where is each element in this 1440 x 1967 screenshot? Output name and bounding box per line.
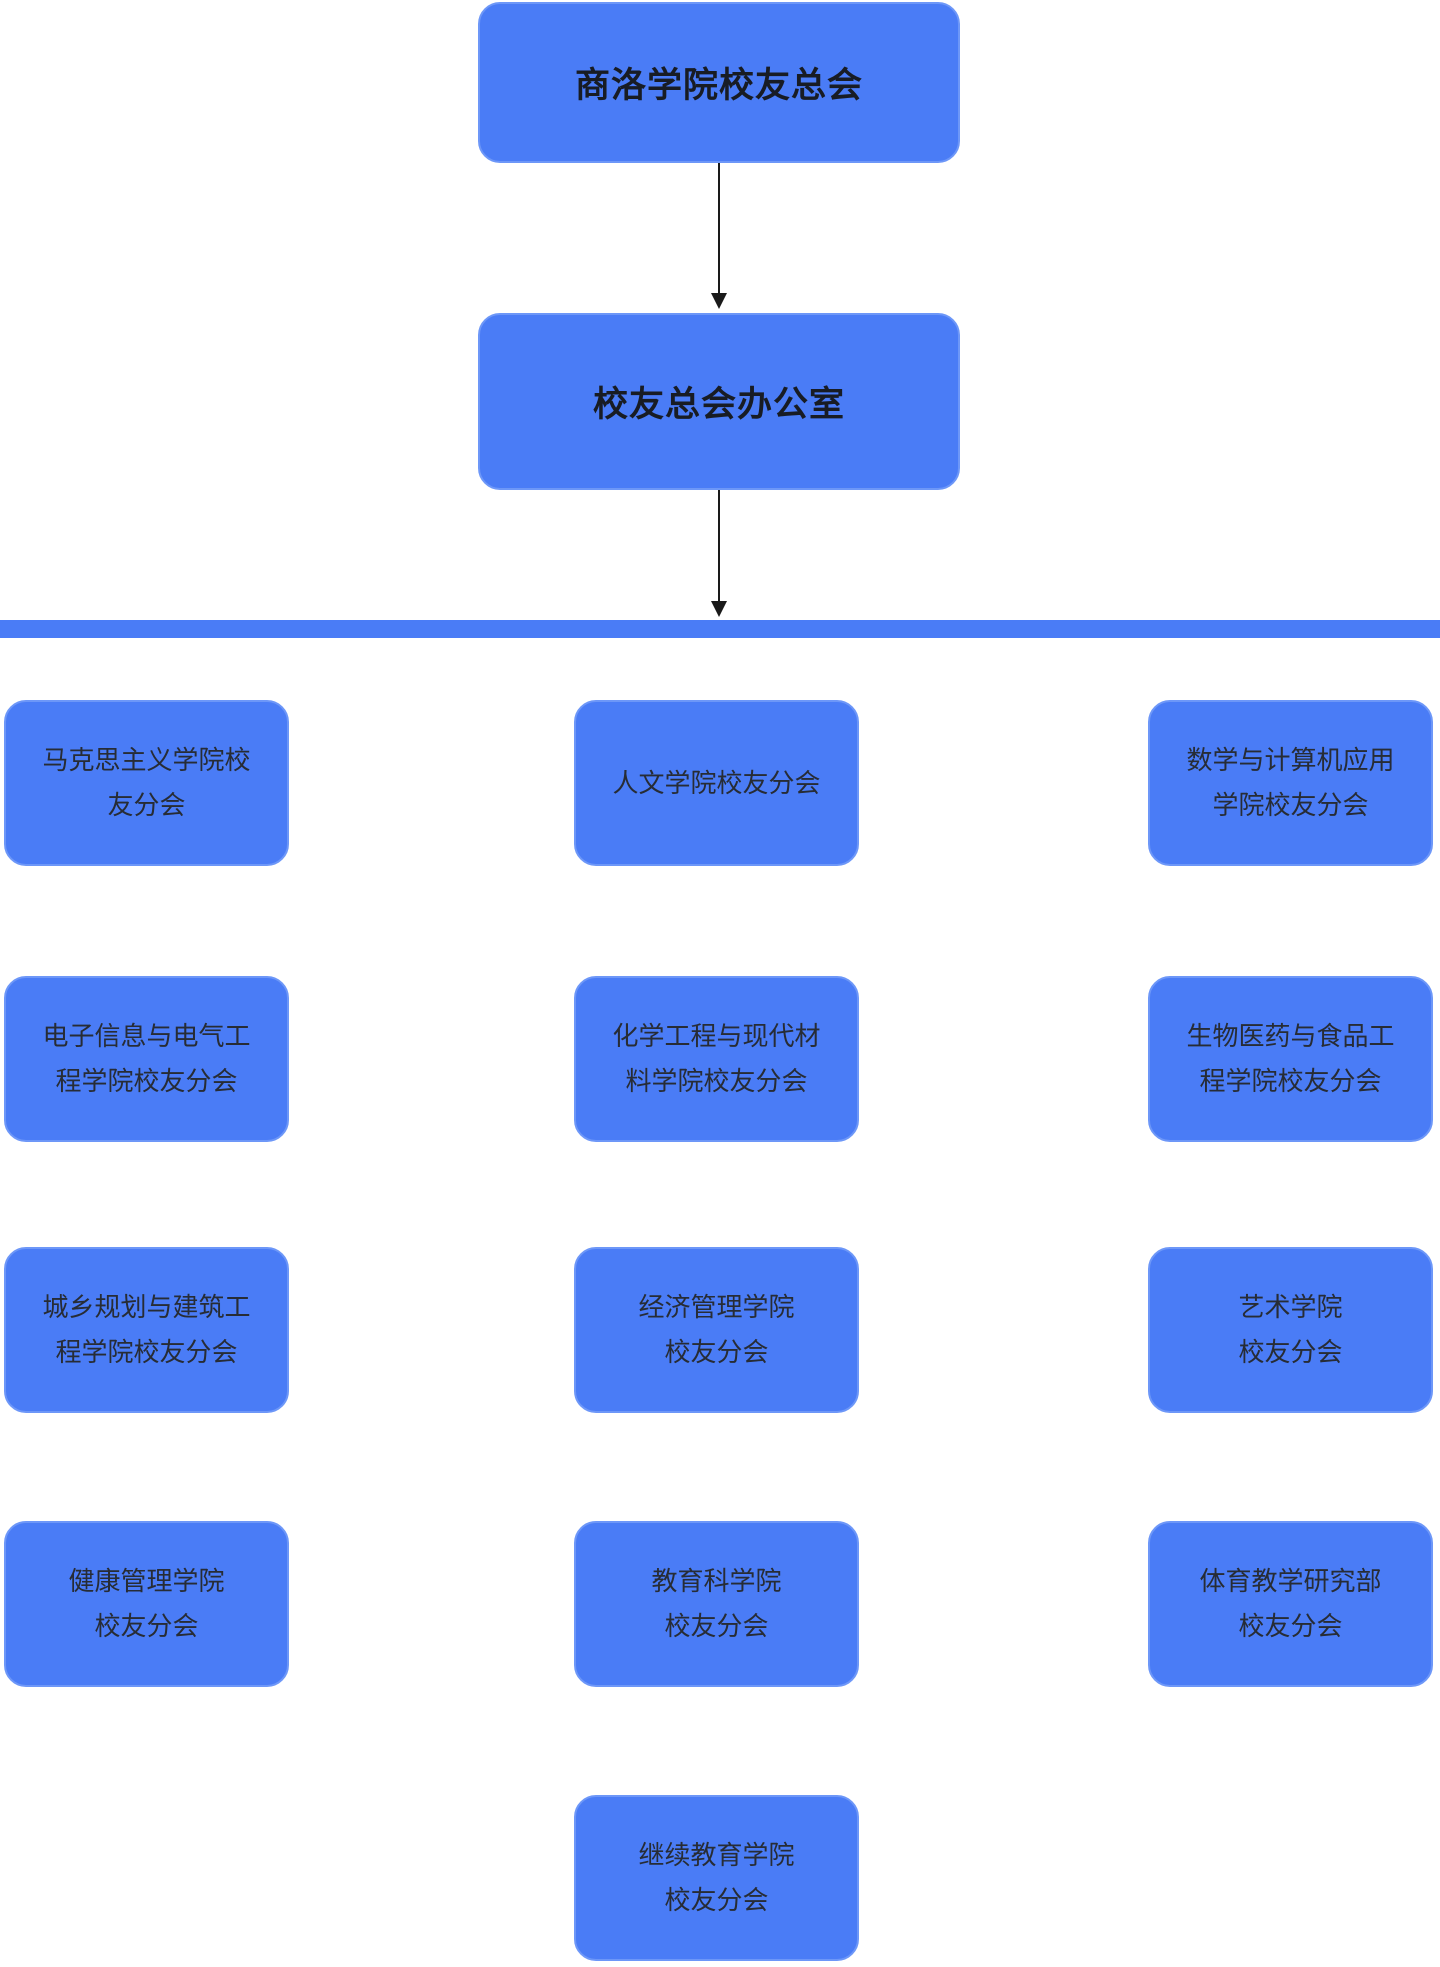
node-branch-label: 化学工程与现代材 料学院校友分会 <box>612 1021 821 1096</box>
arrowhead-down-icon <box>711 293 727 309</box>
node-branch-continuing-education: 继续教育学院 校友分会 <box>574 1795 859 1961</box>
branch-distribution-bar <box>0 620 1440 638</box>
connector-shaft <box>718 163 720 295</box>
node-branch-label: 马克思主义学院校 友分会 <box>42 745 251 820</box>
node-office: 校友总会办公室 <box>478 313 960 490</box>
node-branch-label: 艺术学院 校友分会 <box>1238 1292 1343 1367</box>
node-branch-economics-management: 经济管理学院 校友分会 <box>574 1247 859 1413</box>
node-branch-biomedicine-food: 生物医药与食品工 程学院校友分会 <box>1148 976 1433 1142</box>
node-branch-humanities: 人文学院校友分会 <box>574 700 859 866</box>
node-root-label: 商洛学院校友总会 <box>574 66 863 105</box>
arrowhead-down-icon <box>711 601 727 617</box>
node-branch-label: 体育教学研究部 校友分会 <box>1199 1566 1382 1641</box>
node-root: 商洛学院校友总会 <box>478 2 960 163</box>
node-branch-arts: 艺术学院 校友分会 <box>1148 1247 1433 1413</box>
node-branch-urban-planning-architecture: 城乡规划与建筑工 程学院校友分会 <box>4 1247 289 1413</box>
node-branch-label: 电子信息与电气工 程学院校友分会 <box>42 1021 251 1096</box>
node-branch-health-management: 健康管理学院 校友分会 <box>4 1521 289 1687</box>
node-branch-chemical-materials: 化学工程与现代材 料学院校友分会 <box>574 976 859 1142</box>
node-branch-label: 健康管理学院 校友分会 <box>68 1566 225 1641</box>
node-branch-label: 人文学院校友分会 <box>612 767 821 798</box>
node-branch-electronic-electrical: 电子信息与电气工 程学院校友分会 <box>4 976 289 1142</box>
node-branch-label: 数学与计算机应用 学院校友分会 <box>1186 745 1395 820</box>
connector-shaft <box>718 490 720 603</box>
node-branch-education-science: 教育科学院 校友分会 <box>574 1521 859 1687</box>
node-branch-label: 生物医药与食品工 程学院校友分会 <box>1186 1021 1395 1096</box>
node-branch-label: 城乡规划与建筑工 程学院校友分会 <box>42 1292 251 1367</box>
node-branch-physical-education: 体育教学研究部 校友分会 <box>1148 1521 1433 1687</box>
connector-office-to-bus-arrow <box>711 490 727 617</box>
node-branch-label: 继续教育学院 校友分会 <box>638 1840 795 1915</box>
node-branch-label: 经济管理学院 校友分会 <box>638 1292 795 1367</box>
node-branch-math-computer: 数学与计算机应用 学院校友分会 <box>1148 700 1433 866</box>
node-branch-marxism: 马克思主义学院校 友分会 <box>4 700 289 866</box>
node-branch-label: 教育科学院 校友分会 <box>651 1566 782 1641</box>
node-office-label: 校友总会办公室 <box>592 385 845 424</box>
connector-root-to-office-arrow <box>711 163 727 309</box>
